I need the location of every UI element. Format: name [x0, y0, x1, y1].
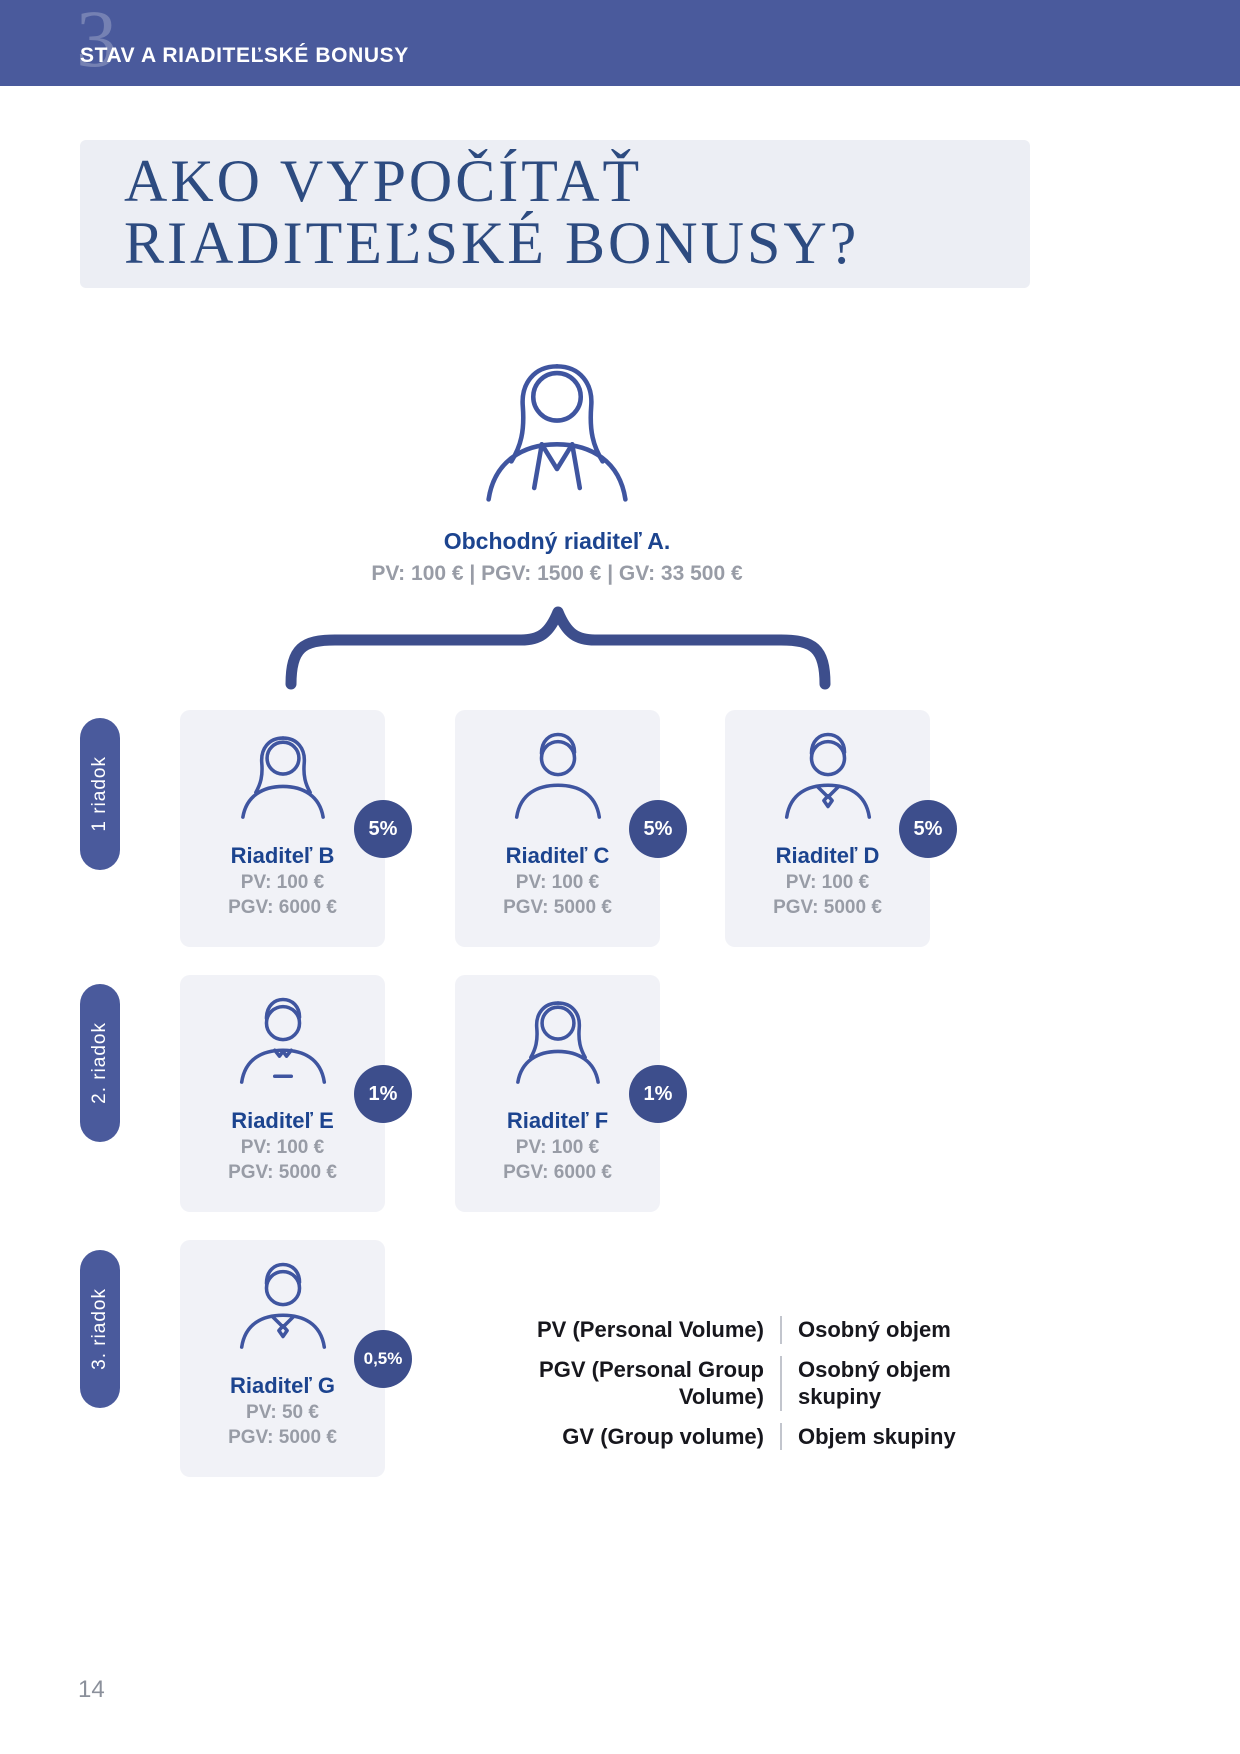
director-pv: PV: 100 €: [240, 872, 325, 893]
director-name: Riaditeľ C: [505, 843, 610, 868]
root-director: Obchodný riaditeľ A. PV: 100 € | PGV: 15…: [357, 336, 757, 586]
bonus-badge: 1%: [354, 1065, 412, 1123]
man-avatar-icon: [499, 718, 617, 836]
row-3-label: 3. riadok: [89, 1288, 110, 1370]
row-1-label: 1 riadok: [89, 756, 110, 832]
director-pgv: PGV: 6000 €: [228, 897, 337, 918]
director-card-e: Riaditeľ E PV: 100 € PGV: 5000 € 1%: [180, 975, 412, 1212]
woman-avatar-icon: [224, 718, 342, 836]
legend-abbr: PGV: [539, 1356, 586, 1382]
man-tie-avatar-icon: [769, 718, 887, 836]
chapter-title: STAV A RIADITEĽSKÉ BONUSY: [80, 44, 409, 67]
director-name: Riaditeľ F: [506, 1108, 609, 1133]
legend-full: (Personal Group Volume): [591, 1356, 764, 1410]
legend-term: PV (Personal Volume): [468, 1316, 764, 1344]
bonus-badge: 5%: [629, 800, 687, 858]
chapter-header: 3 STAV A RIADITEĽSKÉ BONUSY: [0, 0, 1240, 86]
director-name: Riaditeľ G: [229, 1373, 336, 1398]
legend-full: (Personal Volume): [572, 1317, 764, 1342]
director-card-g: Riaditeľ G PV: 50 € PGV: 5000 € 0,5%: [180, 1240, 412, 1477]
legend-meaning: Osobný objem skupiny: [798, 1356, 951, 1410]
brace-connector: [285, 606, 831, 690]
director-pgv: PGV: 5000 €: [228, 1427, 337, 1448]
row-2-label: 2. riadok: [89, 1022, 110, 1104]
page-title-line2: RIADITEĽSKÉ BONUSY?: [124, 210, 860, 277]
bonus-badge: 5%: [354, 800, 412, 858]
director-pv: PV: 100 €: [240, 1137, 325, 1158]
director-pv: PV: 50 €: [246, 1402, 319, 1423]
director-pgv: PGV: 5000 €: [503, 897, 612, 918]
root-director-stats: PV: 100 € | PGV: 1500 € | GV: 33 500 €: [371, 562, 743, 585]
legend-meaning: Osobný objem: [798, 1317, 951, 1342]
row-1-label-pill: 1 riadok: [80, 718, 120, 870]
director-card-d: Riaditeľ D PV: 100 € PGV: 5000 € 5%: [725, 710, 957, 947]
woman-jacket-avatar-icon: [462, 336, 652, 526]
director-pgv: PGV: 6000 €: [503, 1162, 612, 1183]
director-card-b: Riaditeľ B PV: 100 € PGV: 6000 € 5%: [180, 710, 412, 947]
legend-full: (Group volume): [600, 1423, 764, 1449]
man-shirt-avatar-icon: [224, 983, 342, 1101]
director-card-f: Riaditeľ F PV: 100 € PGV: 6000 € 1%: [455, 975, 687, 1212]
legend-divider: [780, 1355, 782, 1411]
legend-divider: [780, 1316, 782, 1344]
bonus-badge: 5%: [899, 800, 957, 858]
woman-avatar-icon: [499, 983, 617, 1101]
row-3-label-pill: 3. riadok: [80, 1250, 120, 1408]
chapter-number: 3: [76, 0, 117, 84]
director-pgv: PGV: 5000 €: [773, 897, 882, 918]
page-number: 14: [78, 1676, 105, 1703]
legend-divider: [780, 1422, 782, 1450]
root-director-name: Obchodný riaditeľ A.: [443, 528, 671, 554]
director-pgv: PGV: 5000 €: [228, 1162, 337, 1183]
director-pv: PV: 100 €: [515, 1137, 600, 1158]
director-name: Riaditeľ B: [230, 843, 335, 868]
director-pv: PV: 100 €: [515, 872, 600, 893]
legend-meaning: Objem skupiny: [798, 1423, 956, 1449]
bonus-badge: 1%: [629, 1065, 687, 1123]
legend-abbr: GV: [562, 1423, 595, 1449]
legend-term: PGV (Personal Group Volume): [468, 1356, 764, 1411]
legend-term: GV (Group volume): [468, 1423, 764, 1451]
bonus-badge: 0,5%: [354, 1330, 412, 1388]
legend: PV (Personal Volume) Osobný objem PGV (P…: [468, 1316, 1034, 1450]
legend-abbr: PV: [536, 1317, 567, 1342]
man-tie-avatar-icon: [224, 1248, 342, 1366]
row-2-label-pill: 2. riadok: [80, 984, 120, 1142]
director-card-c: Riaditeľ C PV: 100 € PGV: 5000 € 5%: [455, 710, 687, 947]
page-title-line1: AKO VYPOČÍTAŤ: [124, 148, 643, 214]
director-pv: PV: 100 €: [785, 872, 870, 893]
director-name: Riaditeľ D: [775, 843, 880, 868]
director-name: Riaditeľ E: [231, 1108, 334, 1133]
